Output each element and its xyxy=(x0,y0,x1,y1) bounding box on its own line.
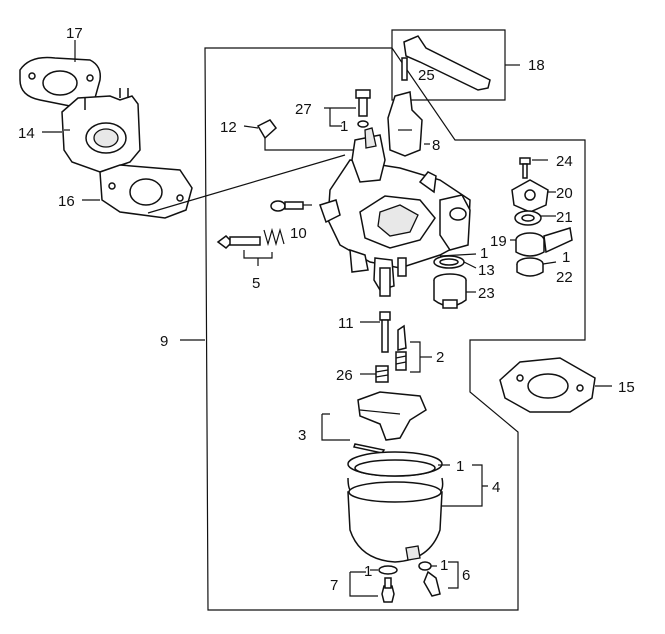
insulator-14 xyxy=(61,88,141,173)
callout-10: 10 xyxy=(290,225,307,242)
callout-17: 17 xyxy=(66,25,83,42)
callout-23: 23 xyxy=(478,285,495,302)
ring-21 xyxy=(514,210,542,226)
callout-12: 12 xyxy=(220,119,237,136)
float-3 xyxy=(353,391,427,454)
callout-25: 25 xyxy=(418,67,435,84)
callout-14: 14 xyxy=(18,125,35,142)
gasket-17 xyxy=(19,56,102,108)
callout-1-4: 1 xyxy=(456,458,464,475)
callout-11: 11 xyxy=(338,315,354,332)
callout-24: 24 xyxy=(556,153,573,170)
callout-1-7: 1 xyxy=(364,563,372,580)
callout-27: 27 xyxy=(295,101,312,118)
callout-4: 4 xyxy=(492,479,500,496)
screw-10 xyxy=(270,200,312,212)
bracket-8 xyxy=(387,91,423,157)
screw-5 xyxy=(216,227,285,249)
jet-26 xyxy=(375,365,389,383)
needle-valve-2 xyxy=(395,324,407,371)
bracket-3 xyxy=(321,413,350,441)
callout-5: 5 xyxy=(252,275,260,292)
gasket-15 xyxy=(499,357,596,413)
carburetor-body xyxy=(319,127,471,297)
o-ring-13 xyxy=(433,255,465,269)
inset-box-18 xyxy=(391,29,506,101)
callout-7: 7 xyxy=(330,577,338,594)
leader-12 xyxy=(243,125,259,129)
leader-1-13 xyxy=(439,253,477,257)
cover-20 xyxy=(511,179,549,213)
callout-22: 22 xyxy=(556,269,573,286)
callout-21: 21 xyxy=(556,209,573,226)
callout-26: 26 xyxy=(336,367,353,384)
bracket-5 xyxy=(243,250,273,259)
bracket-7 xyxy=(349,571,378,597)
cap-22 xyxy=(516,257,544,277)
diaphragm-19 xyxy=(515,227,573,257)
leader-16-body xyxy=(147,154,346,214)
callout-18: 18 xyxy=(528,57,545,74)
screw-12 xyxy=(256,119,360,151)
bracket-6 xyxy=(448,561,459,589)
callout-8: 8 xyxy=(432,137,440,154)
float-bowl-4 xyxy=(347,451,444,563)
callout-1-6: 1 xyxy=(440,557,448,574)
leader-13 xyxy=(463,261,477,269)
callout-20: 20 xyxy=(556,185,573,202)
lever-18 xyxy=(401,35,491,91)
callout-3: 3 xyxy=(298,427,306,444)
assembly-boundary xyxy=(204,47,586,611)
screw-27 xyxy=(355,89,371,128)
callout-2: 2 xyxy=(436,349,444,366)
callout-1-27: 1 xyxy=(340,118,348,135)
jet-holder-23 xyxy=(433,273,467,309)
leader-27 xyxy=(324,107,356,127)
callout-15: 15 xyxy=(618,379,635,396)
callout-19: 19 xyxy=(490,233,507,250)
callout-9: 9 xyxy=(160,333,168,350)
callout-1-22: 1 xyxy=(562,249,570,266)
callout-6: 6 xyxy=(462,567,470,584)
callout-1-13: 1 xyxy=(480,245,488,262)
gasket-16 xyxy=(99,164,193,219)
callout-13: 13 xyxy=(478,262,495,279)
screw-6 xyxy=(418,561,441,597)
leader-22 xyxy=(542,261,557,265)
bracket-4 xyxy=(442,464,488,507)
bracket-2 xyxy=(410,341,421,373)
bolt-7 xyxy=(378,565,398,603)
callout-16: 16 xyxy=(58,193,75,210)
screw-24 xyxy=(519,157,531,179)
pin-11 xyxy=(379,311,391,353)
